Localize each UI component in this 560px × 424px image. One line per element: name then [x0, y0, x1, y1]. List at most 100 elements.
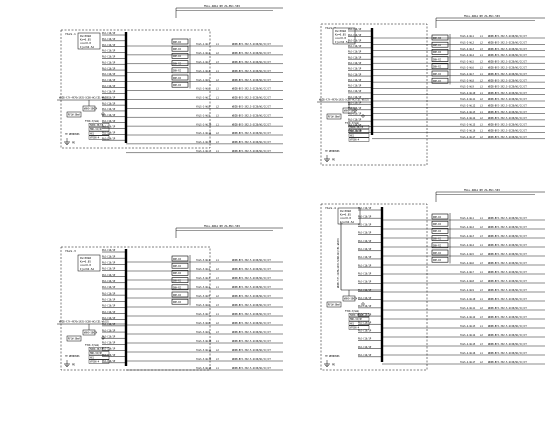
left-device-box [88, 122, 110, 127]
spd-label: RF1W-30mA [68, 114, 81, 117]
breaker-label: PLO-C16/1P [348, 51, 362, 54]
circuit-label: YALS-2-WL3 [460, 48, 474, 51]
supply-label: FULL-ZWA1 NH ZA-BV1.5P2 [464, 14, 500, 18]
breaker-label: PLO-C16/1P [348, 28, 362, 31]
phase-label: L1 [480, 271, 483, 274]
phase-label: L3 [216, 277, 219, 280]
phase-label: L1 [216, 123, 219, 126]
pe-label: PE [72, 141, 76, 145]
incoming-label: WDZB-YJY-4X70+1X35-SC80-WC/CE1-WLO35 [337, 238, 340, 288]
circuit-label: YALS-1-WL9 [196, 114, 210, 117]
breaker-label: PLO-C16/1P [348, 56, 362, 59]
left-device-box [348, 133, 370, 138]
cable-label: WDZB-BYJ-3X2.5-SC20/WC/CC/CT [488, 111, 527, 114]
phase-label: L3 [480, 262, 483, 265]
device-box [431, 220, 449, 227]
breaker-label: PLO-C16/1P [348, 85, 362, 88]
phase-label: L2 [216, 132, 219, 135]
phase-label: L1 [216, 70, 219, 73]
left-device-box [88, 355, 110, 360]
phase-label: L1 [216, 97, 219, 100]
breaker-label: PLO-C16/1P [348, 39, 362, 42]
circuit-label: YALS-2-WL1 [460, 35, 474, 38]
circuit-label: YALS-3-WL3 [196, 277, 210, 280]
breaker-label: PLO-C16/1P [348, 45, 362, 48]
phase-label: L2 [480, 136, 483, 139]
breaker-label: PLO-C16/1P [348, 79, 362, 82]
circuit-label: YALS-4-WL16 [460, 352, 476, 355]
phase-label: L3 [480, 316, 483, 319]
spec-line: Pe=38kW [335, 29, 346, 33]
incoming-label: WDZB-YJY-4X70+1X35-SC80-WC/CE1-WLO35 [59, 321, 109, 324]
fuse-icon [361, 114, 365, 118]
cable-label: WDZB-BYJ-3X2.5-SC20/WC/CC/CT [488, 244, 527, 247]
spec-line: Pe=38kW [340, 209, 351, 213]
left-device-box [88, 131, 110, 136]
cable-label: WDZB-BYJ-3X2.5-SC20/WC/CC/CT [232, 70, 271, 73]
circuit-label: YALS-3-WL6 [196, 304, 210, 307]
breaker-label: PLO-C16/1P [102, 79, 116, 82]
device-label: DDH-RI [433, 66, 442, 69]
breaker-label: PLO-C16/1P [358, 354, 372, 357]
device-box [171, 81, 189, 88]
breaker-label: PLO-C16/1P [102, 268, 116, 271]
phase-label: L3 [480, 289, 483, 292]
device-box [431, 228, 449, 234]
circuit-label: YALS-4-WL9 [460, 289, 474, 292]
breaker-label: PLO-C16/1P [102, 85, 116, 88]
distribution-panel-3: YALS-3Pe=38kWKx=0.85cos=0.8Ijs=64.5AFULL… [57, 224, 283, 371]
cable-label: WDZB-BYJ-3X2.5-SC20/WC/CC/CT [488, 86, 527, 89]
circuit-label: YALS-1-WL7 [196, 97, 210, 100]
cable-label: WDZB-BYJ-3X2.5-SC20/WC/CC/CT [488, 92, 527, 95]
left-device-label: VP200-4 [350, 327, 360, 330]
cable-label: WDZB-BYJ-3X2.5-SC20/WC/CC/CT [232, 277, 271, 280]
breaker-label: PLO-C16/1P [102, 329, 116, 332]
phase-label: L2 [480, 60, 483, 63]
cable-label: WDZB-BYJ-3X2.5-SC20/WC/CC/CT [232, 340, 271, 343]
panel-label: YALS-2 [325, 26, 336, 30]
phase-label: L2 [216, 349, 219, 352]
circuit-label: YALS-4-WL13 [460, 325, 476, 328]
circuit-label: YALS-2-WL13 [460, 111, 476, 114]
left-device-box [348, 317, 370, 322]
left-device-label: M200-3P/CE [350, 314, 364, 317]
phase-label: L3 [216, 304, 219, 307]
spec-box [77, 254, 101, 272]
circuit-label: YALS-2-WL15 [460, 123, 476, 126]
circuit-label: YALS-1-WL1 [196, 43, 210, 46]
cable-label: WDZB-BYJ-3X2.5-SC20/WC/CC/CT [232, 286, 271, 289]
circuit-label: YALS-3-WL13 [196, 367, 212, 370]
phase-label: L2 [480, 42, 483, 45]
device-box [171, 60, 189, 66]
phase-label: L2 [216, 106, 219, 109]
panel-footer: YE WE0R0906 [325, 355, 340, 358]
phase-label: L3 [480, 48, 483, 51]
phase-label: L2 [480, 226, 483, 229]
phase-label: L1 [216, 150, 219, 153]
circuit-label: YALS-2-WL6 [460, 67, 474, 70]
device-box [171, 53, 189, 59]
left-device-box [88, 351, 110, 356]
spec-line: cos=0.8 [80, 263, 91, 267]
breaker-label: PLO-C16/1P [102, 335, 116, 338]
breaker-label: PLO-C16/1P [102, 137, 116, 140]
breaker-label: PLO-C16/1P [102, 126, 116, 129]
circuit-label: YALS-4-WL12 [460, 316, 476, 319]
circuit-label: YALS-4-WL17 [460, 361, 476, 364]
panel-label: YALS-3 [65, 249, 76, 253]
spd-label: RF1W-30mA [328, 304, 341, 307]
phase-label: L3 [480, 67, 483, 70]
phase-label: L2 [480, 79, 483, 82]
cable-label: WDZB-BYJ-3X2.5-SC20/WC/CC/CT [488, 130, 527, 133]
phase-label: L3 [216, 141, 219, 144]
cable-label: WDZB-BYJ-3X2.5-SC20/WC/CC/CT [488, 343, 527, 346]
breaker-label: PLO-C16/1P [358, 346, 372, 349]
meter-box [326, 113, 342, 120]
left-device-label: HG1 [350, 322, 355, 325]
device-box [171, 298, 189, 305]
breaker-label: PLO-C16/1P [102, 32, 116, 35]
breaker-label: PLO-C16/1P [358, 256, 372, 259]
device-label: DDH-RI [433, 37, 442, 40]
spec-line: Ijs=64.5A [80, 267, 94, 271]
cable-label: WDZB-BYJ-3X2.5-SC20/WC/CC/CT [232, 61, 271, 64]
